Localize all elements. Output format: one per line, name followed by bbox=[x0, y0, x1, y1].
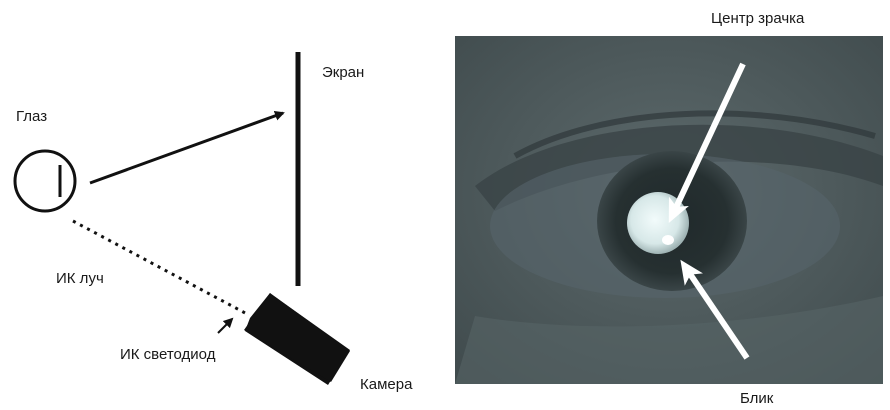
camera-icon bbox=[244, 293, 350, 385]
glint-label: Блик bbox=[740, 390, 773, 408]
ir-led-label: ИК светодиод bbox=[120, 346, 215, 364]
screen-label: Экран bbox=[322, 64, 364, 82]
gaze-arrow bbox=[90, 113, 283, 183]
glint bbox=[662, 235, 674, 245]
eye-tracking-schematic bbox=[0, 0, 450, 410]
pupil-center-label: Центр зрачка bbox=[711, 10, 804, 28]
camera-label: Камера bbox=[360, 376, 412, 394]
eye-icon bbox=[15, 151, 75, 211]
eye-photo bbox=[455, 36, 883, 384]
ir-beam-label: ИК луч bbox=[56, 270, 104, 288]
ir-beam-line bbox=[73, 221, 247, 314]
ir-led-pointer-arrow bbox=[218, 319, 232, 333]
eye-label: Глаз bbox=[16, 108, 47, 126]
